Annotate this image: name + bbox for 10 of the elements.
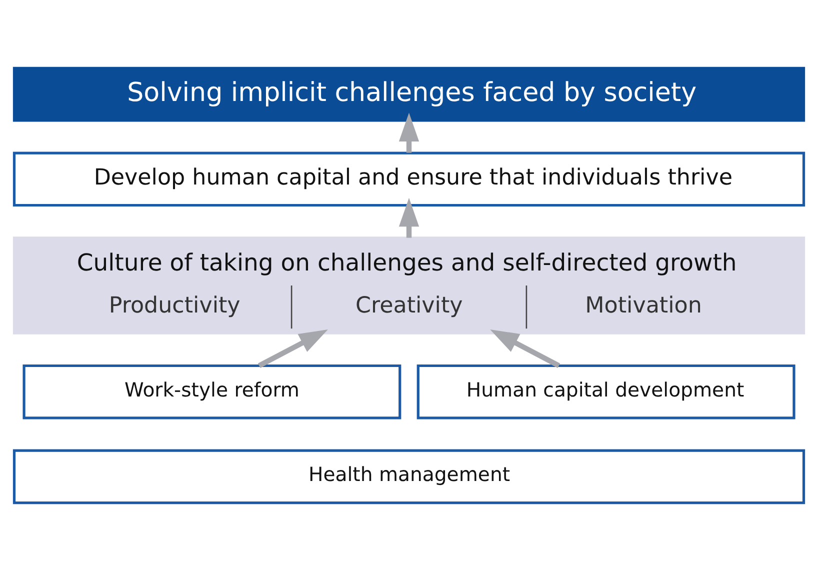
node-box: Develop human capital and ensure that individuals thrive xyxy=(12,151,805,206)
arrow xyxy=(398,112,419,152)
arrow xyxy=(257,329,328,368)
node-box: Work-style reform xyxy=(22,364,401,419)
arrow xyxy=(490,329,560,368)
arrow xyxy=(398,197,419,238)
node-box: Health management xyxy=(12,448,805,504)
node-box: Solving implicit challenges faced by society xyxy=(12,66,805,122)
node-box: Human capital development xyxy=(416,364,795,419)
node-box: Culture of taking on challenges and self-directed growth Productivity Creativity Motivation xyxy=(12,236,805,334)
